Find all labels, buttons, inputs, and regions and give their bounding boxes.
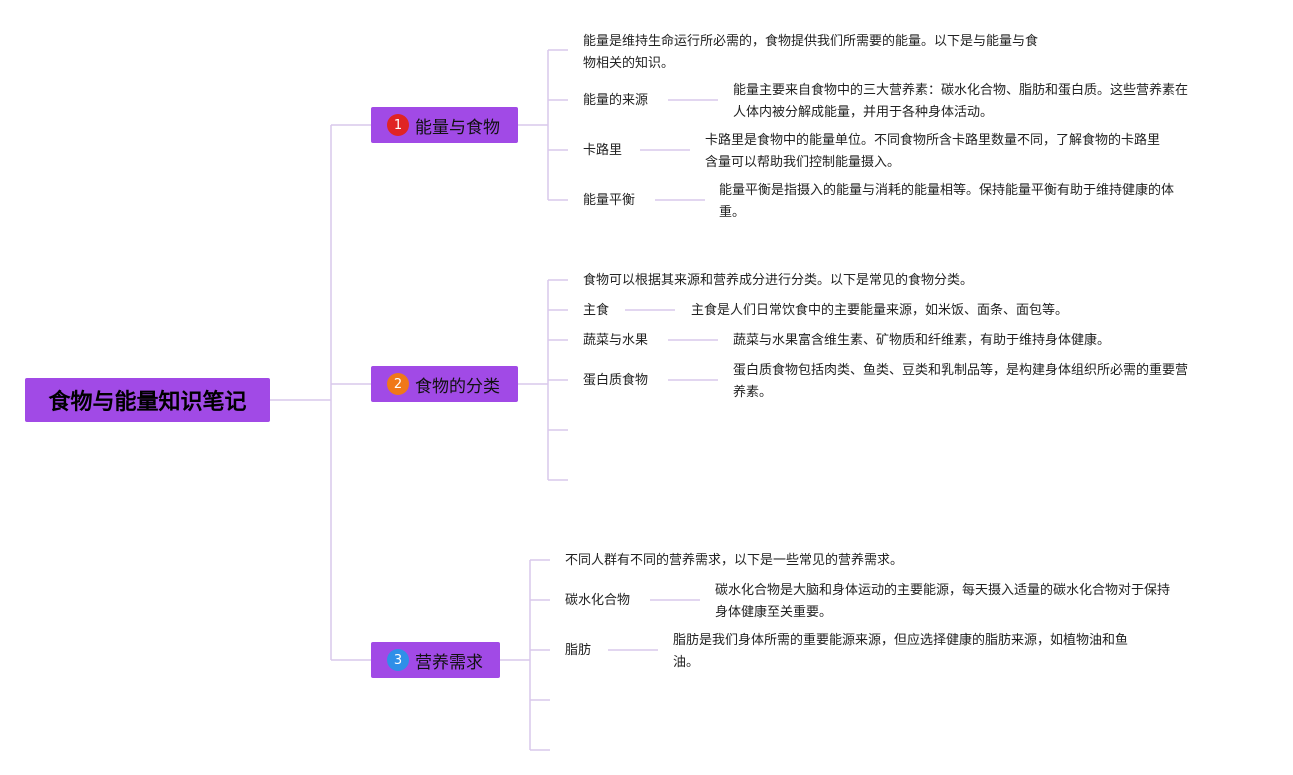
root-title: 食物与能量知识笔记 (48, 390, 247, 415)
number-3-icon: 3 (387, 649, 409, 671)
branch-label: 营养需求 (415, 652, 483, 673)
topic-detail: 主食是人们日常饮食中的主要能量来源，如米饭、面条、面包等。 (691, 303, 1069, 318)
topic-detail: 蔬菜与水果富含维生素、矿物质和纤维素，有助于维持身体健康。 (733, 333, 1111, 348)
topic-calorie[interactable]: 卡路里 (583, 143, 623, 158)
topic-detail: 能量平衡是指摄入的能量与消耗的能量相等。保持能量平衡有助于维持健康的体 重。 (719, 183, 1175, 220)
topic-fat[interactable]: 脂肪 (565, 643, 592, 658)
topic-detail: 卡路里是食物中的能量单位。不同食物所含卡路里数量不同，了解食物的卡路里 含量可以… (705, 133, 1161, 170)
number-2-icon: 2 (387, 373, 409, 395)
topic-protein-food[interactable]: 蛋白质食物 (583, 373, 649, 388)
branch-energy-food[interactable]: 1 能量与食物 (371, 107, 518, 143)
root-node[interactable]: 食物与能量知识笔记 (25, 378, 270, 422)
branch-nutrition-needs[interactable]: 3 营养需求 (371, 642, 500, 678)
topic-detail: 能量主要来自食物中的三大营养素：碳水化合物、脂肪和蛋白质。这些营养素在 人体内被… (733, 83, 1189, 120)
intro-text: 不同人群有不同的营养需求，以下是一些常见的营养需求。 (565, 553, 904, 568)
intro-text: 食物可以根据其来源和营养成分进行分类。以下是常见的食物分类。 (583, 273, 974, 288)
topic-carbohydrate[interactable]: 碳水化合物 (565, 593, 631, 608)
intro-text: 能量是维持生命运行所必需的，食物提供我们所需要的能量。以下是与能量与食 物相关的… (583, 34, 1039, 71)
topic-energy-source[interactable]: 能量的来源 (583, 93, 649, 108)
branch-label: 食物的分类 (415, 376, 500, 397)
topic-detail: 蛋白质食物包括肉类、鱼类、豆类和乳制品等，是构建身体组织所必需的重要营 养素。 (733, 363, 1189, 400)
branch-label: 能量与食物 (415, 117, 500, 138)
topic-staple-food[interactable]: 主食 (583, 303, 610, 318)
number-1-icon: 1 (387, 114, 409, 136)
topic-energy-balance[interactable]: 能量平衡 (583, 193, 636, 208)
branch-food-classification[interactable]: 2 食物的分类 (371, 366, 518, 402)
topic-detail: 脂肪是我们身体所需的重要能源来源，但应选择健康的脂肪来源，如植物油和鱼 油。 (673, 633, 1129, 670)
topic-detail: 碳水化合物是大脑和身体运动的主要能源，每天摄入适量的碳水化合物对于保持 身体健康… (715, 583, 1171, 620)
topic-vegetables-fruits[interactable]: 蔬菜与水果 (583, 333, 649, 348)
